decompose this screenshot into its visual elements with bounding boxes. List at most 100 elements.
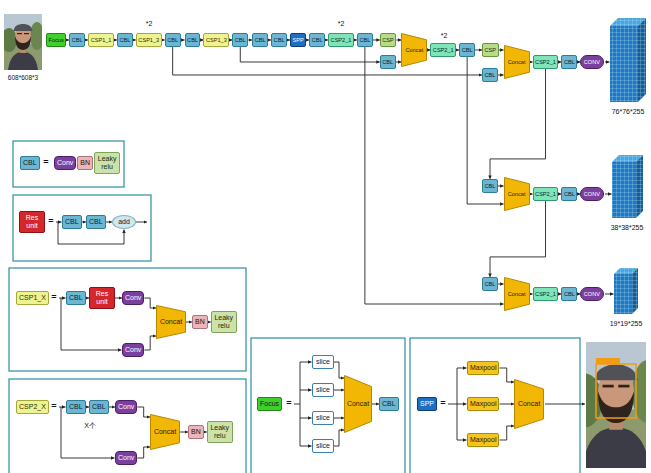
block-label: slice — [316, 414, 330, 422]
cbl-block: CBL — [357, 33, 373, 47]
maxpool-block: Maxpool — [467, 433, 499, 447]
block-label: Concat — [508, 191, 526, 197]
leaky-block: Leaky relu — [207, 421, 233, 442]
block-label: BN — [195, 318, 205, 326]
block-label: CBL — [255, 37, 266, 43]
flow-arrow — [334, 362, 344, 378]
detection-box — [596, 364, 636, 418]
block-label: Focus — [260, 400, 279, 408]
csp-block: CSP — [482, 43, 499, 57]
input-photo — [1, 14, 44, 70]
cbl-block: CBL — [482, 277, 498, 291]
block-label: BN — [80, 159, 90, 167]
input-wire — [294, 404, 300, 405]
flow-arrow — [373, 39, 380, 40]
flow-arrow — [173, 47, 482, 75]
branch-wire — [457, 368, 467, 369]
cbl-block: CBL — [271, 33, 287, 47]
block-label: CBL — [187, 37, 198, 43]
block-label: Leaky relu — [210, 424, 230, 439]
cbl-block: CBL — [309, 33, 325, 47]
maxpool-block: Maxpool — [467, 361, 499, 375]
block-label: CBL — [119, 37, 130, 43]
block-label: CSP2_1 — [433, 47, 454, 53]
block-label: CSP2_X — [19, 403, 46, 411]
block-label: CBL — [92, 403, 106, 411]
cube-grid — [610, 26, 638, 102]
output-arrow — [605, 194, 612, 195]
focus-block: Focus — [46, 33, 66, 47]
photos — [1, 14, 651, 468]
conv2-block: Conv — [115, 400, 137, 414]
legend-panel — [13, 141, 124, 187]
concat-block: Concat — [344, 375, 372, 433]
block-label: Conv — [125, 346, 141, 354]
equals-sign: = — [51, 293, 56, 303]
flow-arrow — [180, 432, 188, 433]
block-label: CBL — [23, 159, 37, 167]
block-label: SPP — [293, 37, 304, 43]
concat-outline — [345, 376, 372, 433]
equals-sign: = — [440, 399, 445, 409]
flow-arrow — [498, 185, 504, 186]
conv2-block: Conv — [122, 291, 144, 305]
cube-face — [612, 162, 636, 218]
branch-wire — [300, 446, 312, 447]
cbl-block: CBL — [561, 187, 577, 201]
input-size: 608*608*3 — [8, 74, 38, 81]
block-label: CBL — [564, 191, 575, 197]
block-label: CBL — [65, 218, 79, 226]
repeat-count: *2 — [338, 20, 345, 28]
flow-arrow — [498, 283, 504, 284]
block-label: Leaky relu — [97, 155, 117, 170]
equals-sign: = — [51, 402, 56, 412]
csp1-block: CSP1_3 — [203, 33, 229, 47]
block-label: CBL — [382, 400, 396, 408]
branch-wire — [300, 418, 312, 419]
maxpool-block: Maxpool — [467, 397, 499, 411]
conv2-block: Conv — [54, 156, 76, 170]
block-label: CBL — [485, 183, 496, 189]
block-label: Res unit — [22, 214, 42, 229]
flow-arrow — [372, 404, 379, 405]
block-label: CSP1_3 — [138, 37, 159, 43]
cube-face — [610, 26, 638, 102]
flow-arrow — [396, 39, 401, 40]
leaky-block: Leaky relu — [211, 311, 237, 332]
cbl-block: CBL — [89, 400, 109, 414]
flow-arrow — [240, 47, 380, 62]
add-block: add — [112, 215, 136, 229]
branch-wire — [300, 362, 312, 363]
csp1-block: CSP1_3 — [136, 33, 162, 47]
block-label: Maxpool — [470, 436, 496, 444]
block-label: Maxpool — [470, 400, 496, 408]
cbl-block: CBL — [459, 43, 475, 57]
concat-block: Concat — [401, 33, 427, 67]
legend-panel — [251, 338, 405, 473]
block-label: CSP2_1 — [535, 191, 556, 197]
block-label: CBL — [359, 37, 370, 43]
block-label: Maxpool — [470, 364, 496, 372]
block-label: Leaky relu — [214, 314, 234, 329]
flow-arrow — [498, 74, 504, 75]
cube-face — [614, 274, 632, 314]
concat-outline — [151, 415, 180, 450]
repeat-note: X个 — [84, 422, 96, 430]
block-label: CSP2_1 — [331, 37, 352, 43]
flow-arrow — [475, 49, 482, 50]
repeat-count: *2 — [146, 20, 153, 28]
block-label: Focus — [49, 37, 64, 43]
cbl-block: CBL — [66, 400, 86, 414]
repeat-count: *2 — [441, 32, 448, 40]
block-label: CBL — [564, 59, 575, 65]
flow-arrow — [334, 418, 344, 419]
input-arrow — [56, 222, 62, 223]
block-label: CBL — [274, 37, 285, 43]
layout-wires — [56, 62, 614, 458]
block-label: CSP1_3 — [206, 37, 227, 43]
block-label: Concat — [518, 400, 540, 408]
concat-block: Concat — [504, 177, 530, 211]
block-label: CBL — [235, 37, 246, 43]
